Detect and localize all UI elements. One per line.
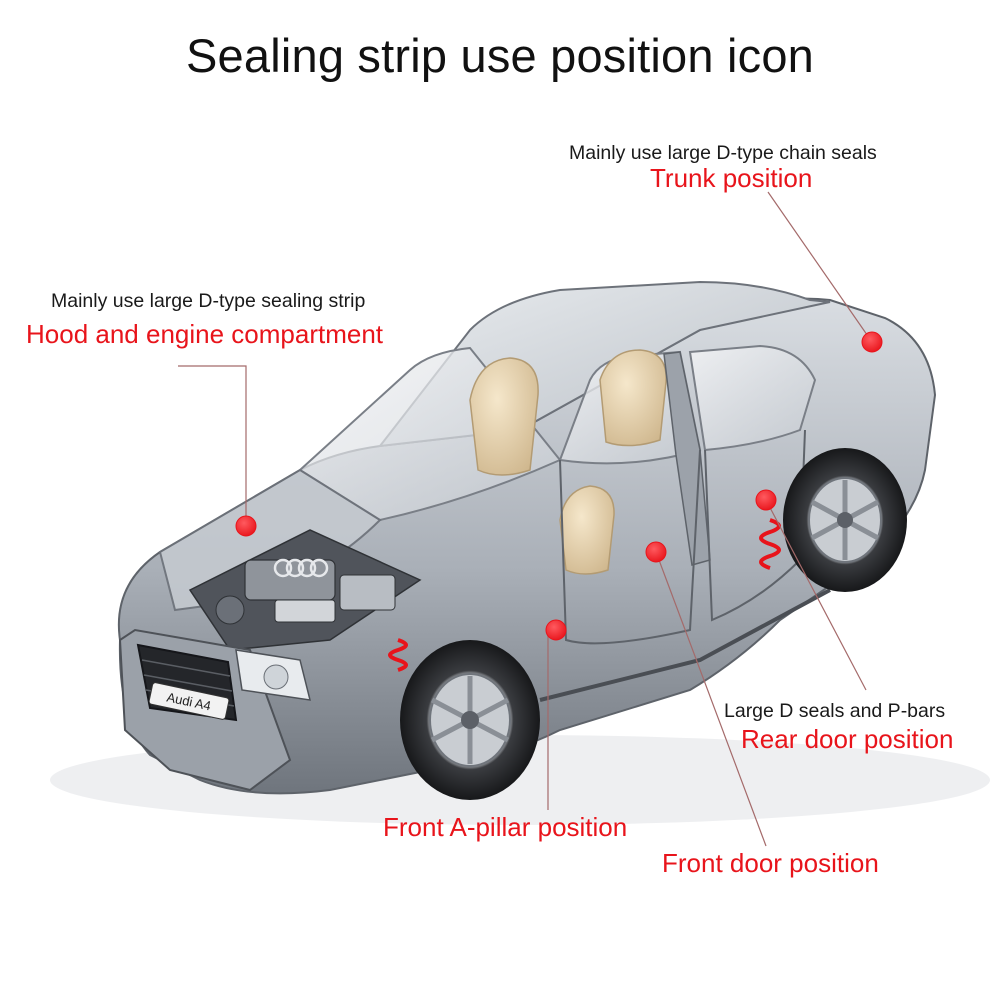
side-sill xyxy=(539,588,831,702)
marker-hood xyxy=(235,515,257,537)
front-seat xyxy=(469,357,539,476)
trunk-note: Mainly use large D-type chain seals xyxy=(569,142,877,164)
marker-trunk xyxy=(861,331,883,353)
rear-wheel xyxy=(783,448,907,592)
hood-label: Hood and engine compartment xyxy=(26,319,384,349)
hood-note: Mainly use large D-type sealing strip xyxy=(51,290,366,312)
rear-door-note: Large D seals and P-bars xyxy=(724,700,946,722)
front-wheel xyxy=(400,640,540,800)
license-plate: Audi A4 xyxy=(148,682,230,720)
front-passenger-seat xyxy=(559,485,615,575)
page-title: Sealing strip use position icon xyxy=(185,29,814,82)
engine-bay xyxy=(188,529,422,651)
marker-rear-door xyxy=(755,489,777,511)
front-door-outline xyxy=(559,449,701,645)
rear-spring xyxy=(759,518,781,570)
rear-door-label: Rear door position xyxy=(741,724,954,754)
four-rings-logo xyxy=(273,558,329,578)
marker-front-door xyxy=(645,541,667,563)
a-pillar-label: Front A-pillar position xyxy=(383,812,628,842)
leader-front-door xyxy=(655,551,767,847)
front-door-label: Front door position xyxy=(662,848,879,878)
rear-seat xyxy=(599,349,667,447)
trunk-label: Trunk position xyxy=(650,163,813,193)
leader-hood xyxy=(178,365,247,526)
rear-side-window xyxy=(688,344,817,452)
front-spring xyxy=(388,638,408,672)
headlight xyxy=(235,649,311,701)
marker-a-pillar xyxy=(545,619,567,641)
leader-trunk xyxy=(767,191,873,343)
leader-rear-door xyxy=(765,499,867,691)
